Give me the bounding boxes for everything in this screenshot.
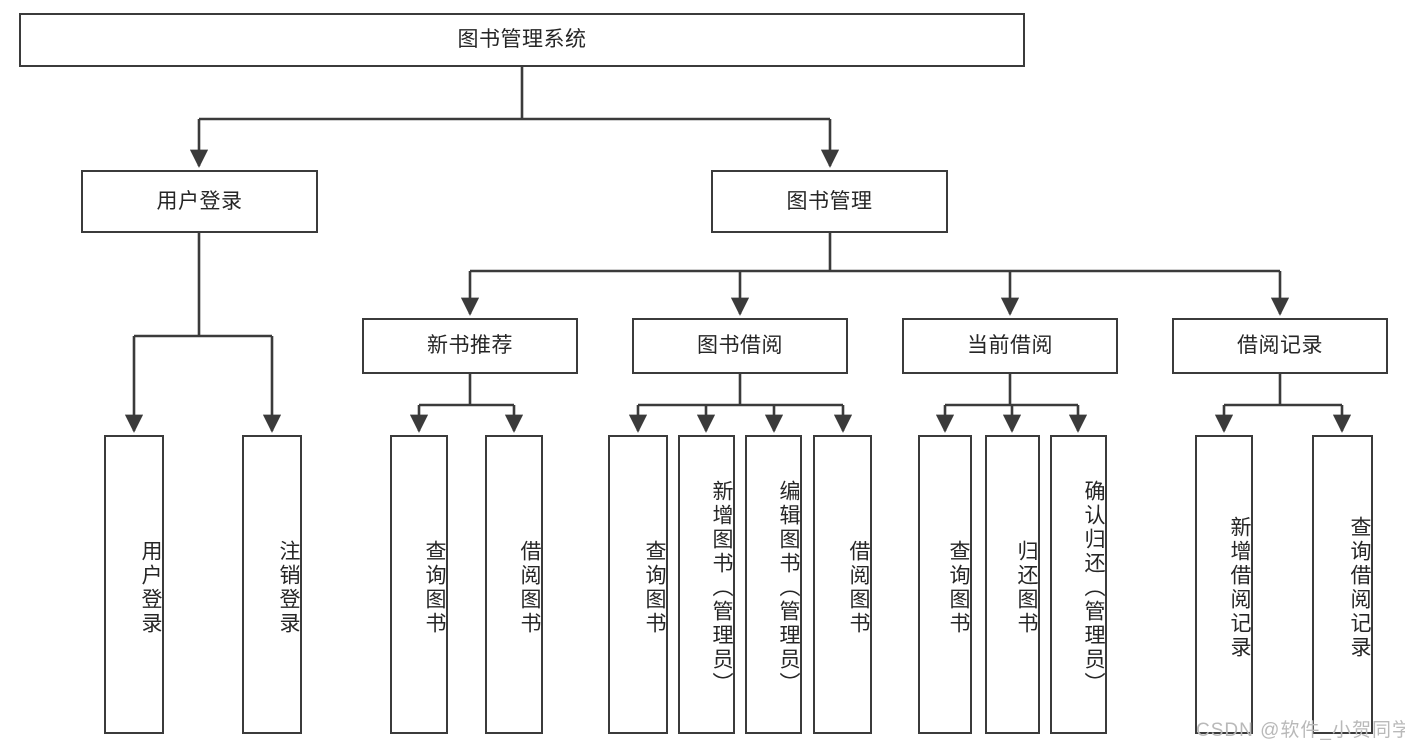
leaf-add-borrow-record[interactable]: 新增借阅记录: [1195, 435, 1253, 734]
leaf-query-book-1[interactable]: 查询图书: [390, 435, 448, 734]
leaf-query-book-3-label: 查询图书: [947, 539, 970, 636]
leaf-query-book-1-label: 查询图书: [423, 539, 446, 636]
node-new-book-recommendation-label: 新书推荐: [427, 334, 513, 358]
leaf-add-book-admin[interactable]: 新增图书（管理员）: [678, 435, 735, 734]
node-user-login[interactable]: 用户登录: [81, 170, 318, 233]
leaf-confirm-return-admin-label: 确认归还（管理员）: [1082, 479, 1105, 696]
leaf-return-book[interactable]: 归还图书: [985, 435, 1040, 734]
leaf-borrow-book-1-label: 借阅图书: [518, 539, 541, 636]
leaf-add-borrow-record-label: 新增借阅记录: [1228, 515, 1251, 660]
leaf-add-book-admin-label: 新增图书（管理员）: [710, 479, 733, 696]
leaf-query-borrow-record[interactable]: 查询借阅记录: [1312, 435, 1373, 734]
leaf-query-borrow-record-label: 查询借阅记录: [1348, 515, 1371, 660]
node-current-borrow[interactable]: 当前借阅: [902, 318, 1118, 374]
leaf-user-login-label: 用户登录: [139, 539, 162, 636]
node-root-label: 图书管理系统: [457, 28, 587, 52]
leaf-query-book-3[interactable]: 查询图书: [918, 435, 972, 734]
leaf-borrow-book-2[interactable]: 借阅图书: [813, 435, 872, 734]
node-user-login-label: 用户登录: [156, 189, 243, 213]
leaf-edit-book-admin[interactable]: 编辑图书（管理员）: [745, 435, 802, 734]
leaf-edit-book-admin-label: 编辑图书（管理员）: [777, 479, 800, 696]
node-book-borrow-label: 图书借阅: [697, 334, 783, 358]
node-root[interactable]: 图书管理系统: [19, 13, 1025, 67]
node-new-book-recommendation[interactable]: 新书推荐: [362, 318, 578, 374]
leaf-user-login[interactable]: 用户登录: [104, 435, 164, 734]
leaf-logout[interactable]: 注销登录: [242, 435, 302, 734]
node-current-borrow-label: 当前借阅: [967, 334, 1053, 358]
leaf-borrow-book-1[interactable]: 借阅图书: [485, 435, 543, 734]
leaf-query-book-2-label: 查询图书: [643, 539, 666, 636]
leaf-return-book-label: 归还图书: [1015, 539, 1038, 636]
node-book-manage-label: 图书管理: [786, 189, 873, 213]
leaf-confirm-return-admin[interactable]: 确认归还（管理员）: [1050, 435, 1107, 734]
node-borrow-record[interactable]: 借阅记录: [1172, 318, 1388, 374]
leaf-query-book-2[interactable]: 查询图书: [608, 435, 668, 734]
leaf-logout-label: 注销登录: [277, 539, 300, 636]
node-borrow-record-label: 借阅记录: [1237, 334, 1323, 358]
node-book-borrow[interactable]: 图书借阅: [632, 318, 848, 374]
node-book-manage[interactable]: 图书管理: [711, 170, 948, 233]
leaf-borrow-book-2-label: 借阅图书: [847, 539, 870, 636]
